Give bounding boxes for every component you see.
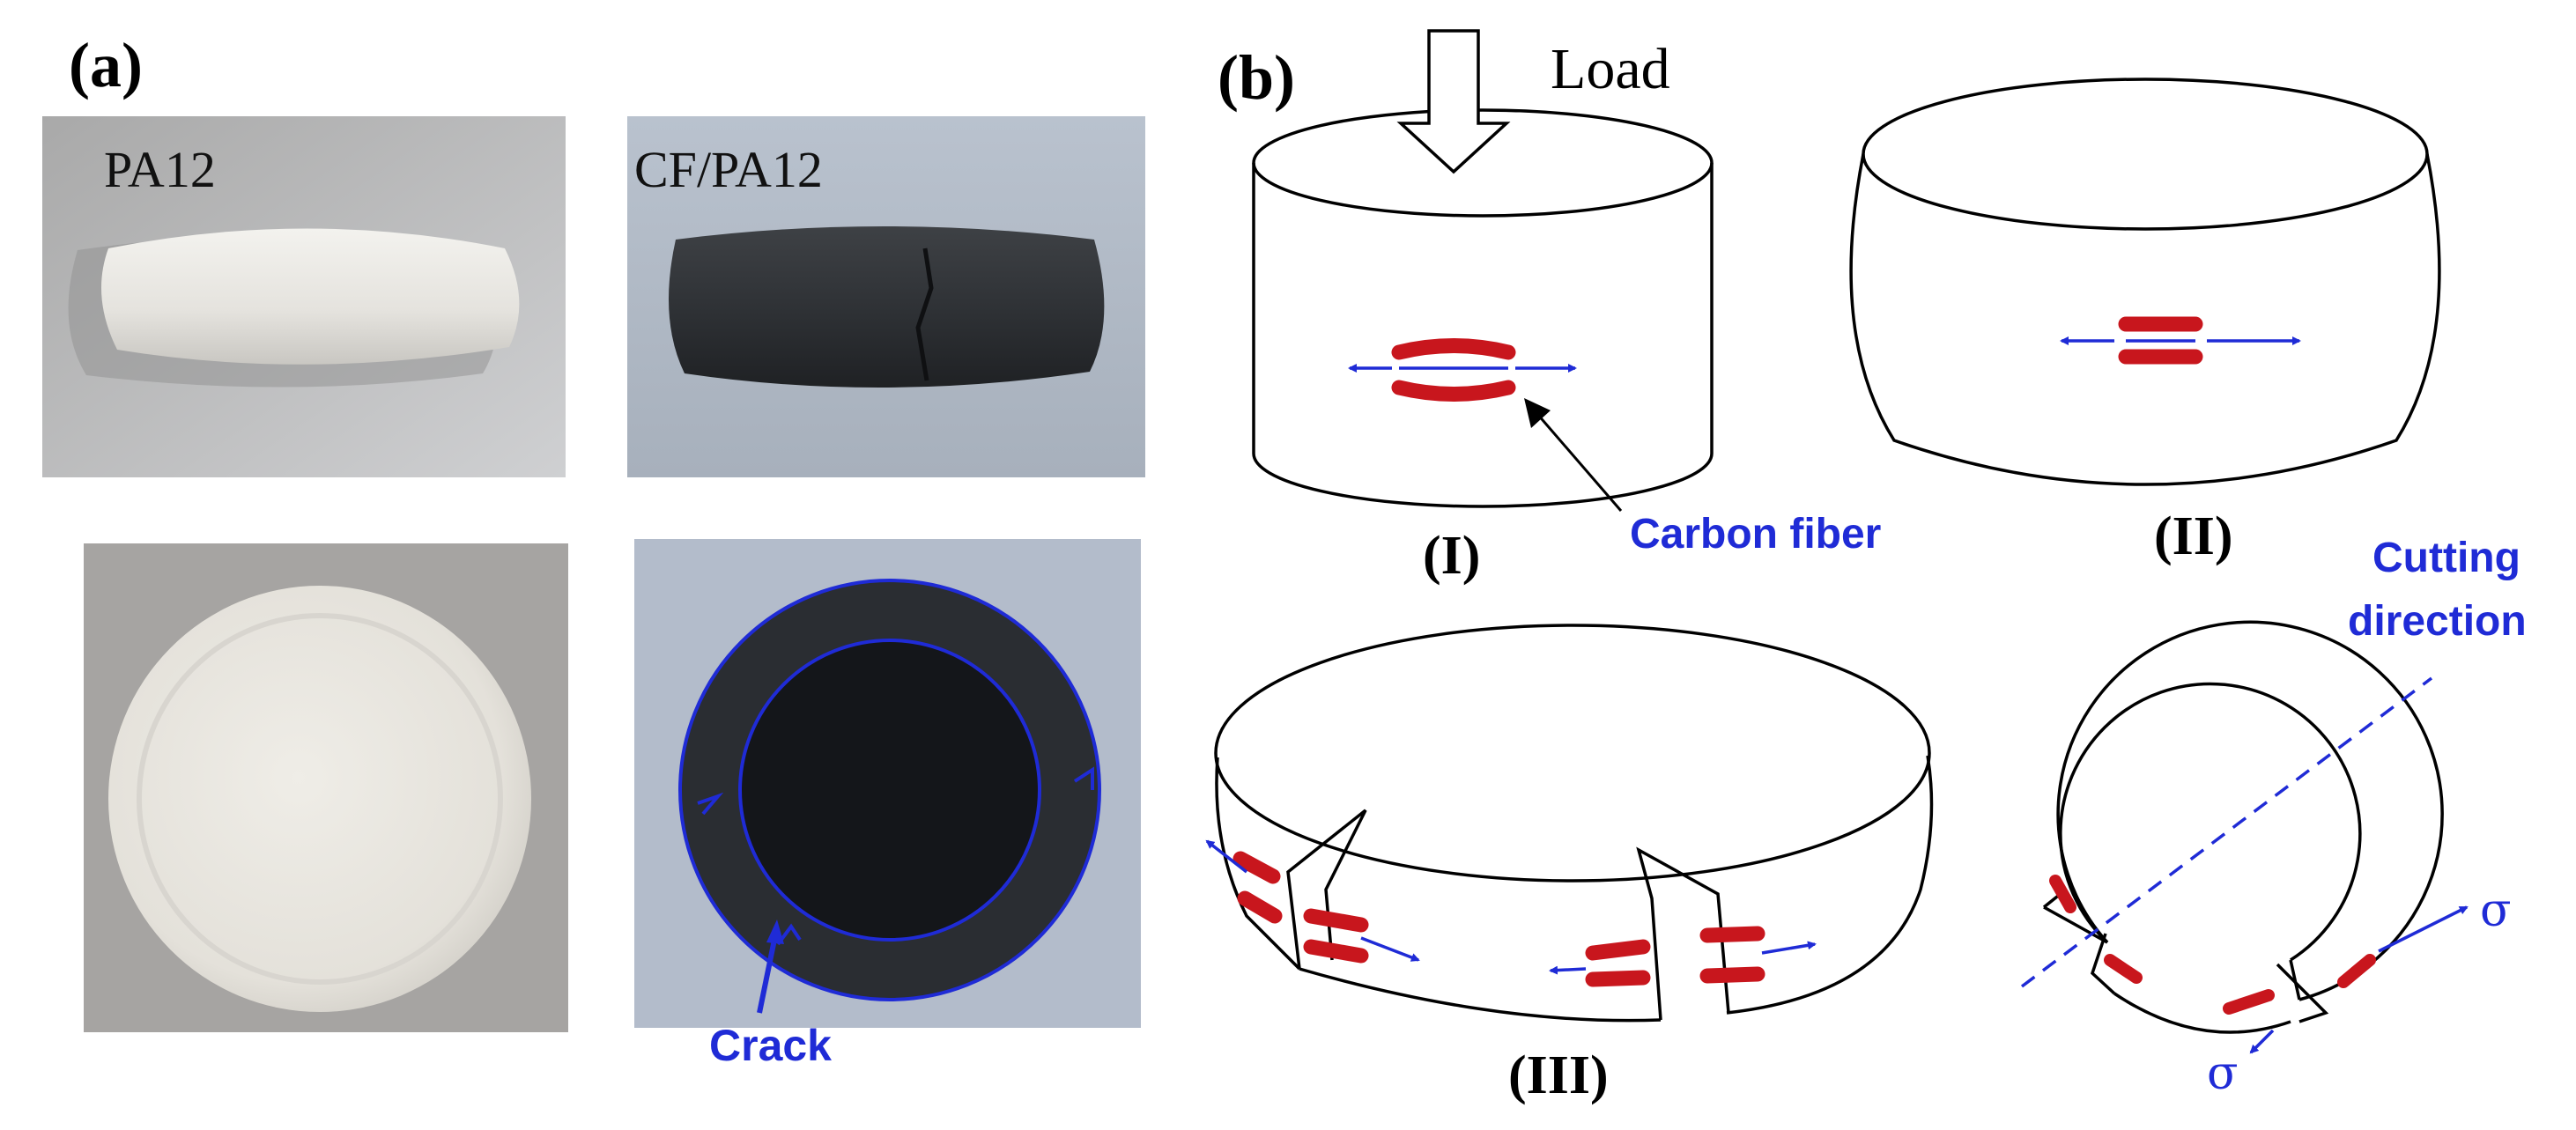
stage-3-carbon-fibers xyxy=(1232,851,1765,987)
photo-cf-pa12-top xyxy=(634,539,1141,1028)
photo-cf-pa12-side: CF/PA12 xyxy=(627,116,1145,477)
sigma-label-left: σ xyxy=(2207,1047,2239,1100)
stage-3-cracked-disc xyxy=(1214,624,1934,1023)
sigma-label-right: σ xyxy=(2480,884,2512,937)
carbon-fiber-pointer-arrow xyxy=(1524,398,1623,512)
load-arrow xyxy=(1396,29,1511,174)
top-view-ring xyxy=(2042,620,2444,1034)
stage-3-label: (III) xyxy=(1508,1045,1609,1105)
pa12-photo-label: PA12 xyxy=(104,141,216,198)
photo-pa12-top xyxy=(84,543,568,1032)
stage-3-tension-arrows xyxy=(1205,839,1817,975)
stage-1-cylinder xyxy=(1252,108,1714,508)
load-label: Load xyxy=(1551,37,1670,101)
stage-2-barrel xyxy=(1849,78,2441,486)
crack-label: Crack xyxy=(709,1021,832,1070)
photo-pa12-side: PA12 xyxy=(42,116,566,477)
stage-1-carbon-fibers xyxy=(1391,338,1516,402)
cutting-direction-label-line-2: direction xyxy=(2348,598,2527,645)
panel-b-label: (b) xyxy=(1218,42,1295,113)
stage-2-label: (II) xyxy=(2154,506,2233,566)
cf-pa12-photo-label: CF/PA12 xyxy=(634,141,823,198)
panel-a-label: (a) xyxy=(69,30,143,100)
stage-2-carbon-fibers xyxy=(2118,316,2203,365)
crack-arrow xyxy=(757,920,784,1014)
top-view-carbon-fibers xyxy=(2049,875,2376,1015)
cutting-direction-line xyxy=(2020,676,2433,988)
carbon-fiber-label: Carbon fiber xyxy=(1630,511,1882,558)
cutting-direction-label-line-1: Cutting xyxy=(2372,535,2520,581)
stage-1-label: (I) xyxy=(1423,526,1481,586)
sigma-arrows xyxy=(2249,905,2469,1054)
